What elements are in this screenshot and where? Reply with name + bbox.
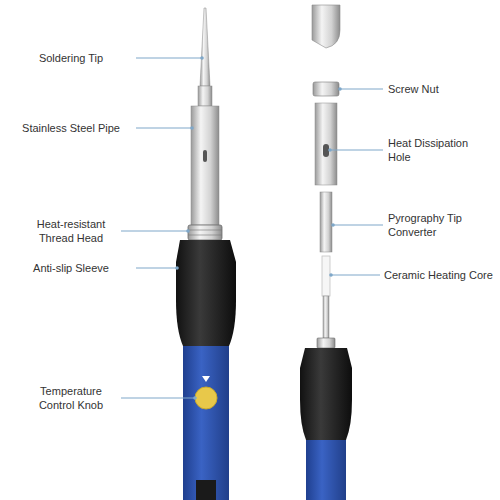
part-label: Heat Dissipation Hole [388,136,478,164]
leader-dot [200,56,204,60]
leader-line [330,150,383,151]
leader-dot [193,396,197,400]
core-rod [323,296,329,338]
cable-end [196,480,216,500]
blue-handle [183,346,229,500]
leader-line [121,398,195,399]
blue-handle [306,440,346,500]
leader-line [136,268,177,269]
thread-head [188,225,222,240]
steel-pipe [315,103,337,185]
leader-dot [328,148,332,152]
thread-ridge [188,235,222,236]
part-label: Heat-resistant Thread Head [26,217,116,245]
knob-arrow [202,376,210,382]
leader-line [331,275,380,276]
thread-ridge [188,230,222,231]
tip-base [198,86,212,106]
part-label: Temperature Control Knob [26,384,116,412]
pyrography-converter [320,192,332,252]
part-label: Screw Nut [388,82,494,96]
part-label: Stainless Steel Pipe [10,121,132,135]
heat-dissipation-hole [323,144,329,157]
screw-nut [313,82,339,96]
temperature-knob [195,387,217,409]
part-label: Ceramic Heating Core [384,268,498,282]
part-label: Anti-slip Sleeve [10,261,132,275]
leader-line [121,231,188,232]
leader-line [333,225,383,226]
leader-dot [338,87,342,91]
leader-line [136,128,192,129]
leader-line [136,58,202,59]
part-label: Soldering Tip [10,51,132,65]
steel-pipe [191,106,219,225]
part-label: Pyrography Tip Converter [388,211,478,239]
leader-dot [175,266,179,270]
leader-dot [186,229,190,233]
thread-head [317,338,335,348]
chisel-tip [312,5,340,48]
leader-line [340,89,383,90]
anti-slip-sleeve [300,348,352,440]
leader-dot [190,126,194,130]
anti-slip-sleeve [176,240,236,346]
leader-dot [329,273,333,277]
leader-dot [331,223,335,227]
needle-tip [200,8,210,86]
pipe-slot [203,150,207,162]
ceramic-core [322,256,330,296]
